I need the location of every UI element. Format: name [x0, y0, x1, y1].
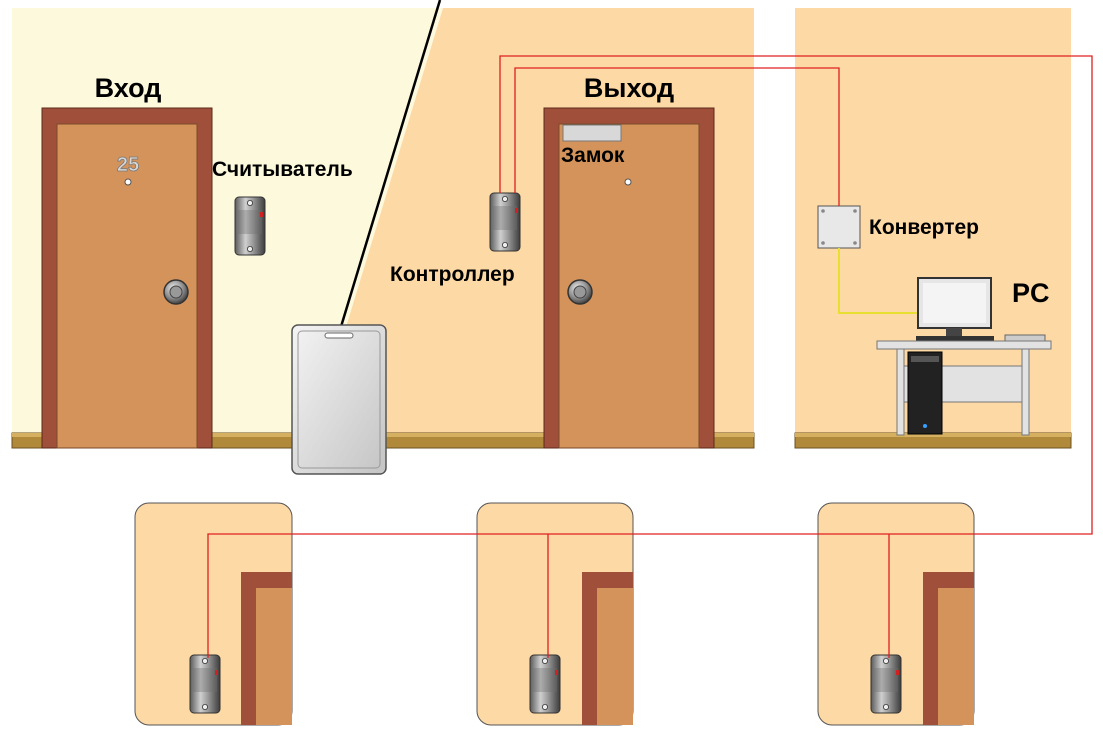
- controller-label: Контроллер: [390, 263, 515, 286]
- rfid-card-icon: [291, 324, 387, 475]
- floor-reader-2-icon: [529, 654, 561, 714]
- pc-label: PC: [1012, 278, 1050, 308]
- exit-label: Выход: [584, 73, 674, 103]
- reader-icon: [234, 196, 266, 256]
- floor-panel-3: [817, 502, 975, 726]
- controller-icon: [489, 192, 521, 252]
- lock-icon: [562, 124, 622, 142]
- floor-reader-1-icon: [189, 654, 221, 714]
- floor-reader-3-icon: [870, 654, 902, 714]
- pc-workstation-icon: [876, 277, 1052, 436]
- entrance-door-knob-icon: [163, 279, 189, 305]
- data-cable: [838, 248, 920, 314]
- converter-label: Конвертер: [869, 216, 979, 239]
- floor-panel-2: [476, 502, 634, 726]
- exit-door-knob-icon: [567, 279, 593, 305]
- wall-divider-line: [338, 0, 442, 331]
- converter-icon: [817, 205, 861, 249]
- reader-label: Считыватель: [212, 158, 353, 181]
- network-wires: [207, 55, 1093, 658]
- floor-panel-1: [134, 502, 293, 726]
- door-number: 25: [117, 154, 139, 176]
- exit-door: [543, 107, 715, 449]
- lock-label: Замок: [561, 144, 625, 167]
- entrance-label: Вход: [95, 73, 162, 103]
- entrance-door: [41, 107, 213, 449]
